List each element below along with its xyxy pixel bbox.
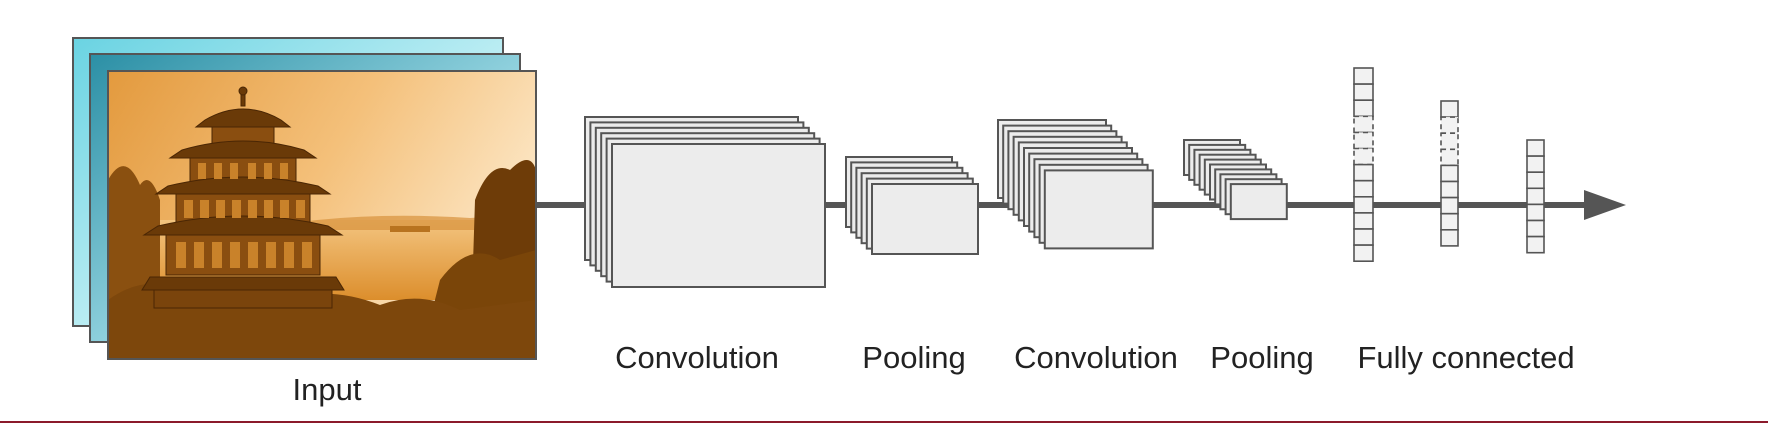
fc-neuron <box>1353 196 1374 214</box>
fc-neuron <box>1526 155 1545 174</box>
input-channel-front <box>107 70 537 360</box>
fc-neuron <box>1526 203 1545 222</box>
conv2-feature-maps-map <box>1043 169 1154 250</box>
fc-neuron <box>1353 67 1374 85</box>
fc-neuron <box>1440 132 1459 151</box>
conv2-feature-maps <box>997 119 1154 250</box>
pool1-feature-maps <box>845 156 979 255</box>
fc-neuron <box>1440 229 1459 247</box>
fc-neuron <box>1526 139 1545 157</box>
pool2-label: Pooling <box>1210 340 1313 375</box>
fc-neuron <box>1353 212 1374 230</box>
fc-layer-2 <box>1440 100 1459 247</box>
fc-neuron <box>1353 244 1374 263</box>
fc-neuron <box>1353 147 1374 166</box>
fc-neuron <box>1353 179 1374 198</box>
fully-connected-label: Fully connected <box>1357 340 1574 375</box>
fc-neuron <box>1440 196 1459 215</box>
output-arrowhead <box>1584 190 1626 220</box>
fc-neuron <box>1353 99 1374 118</box>
fc-neuron <box>1440 116 1459 134</box>
fc-neuron <box>1440 100 1459 118</box>
fc-neuron <box>1353 83 1374 101</box>
fc-layer-1 <box>1353 67 1374 263</box>
pool1-label: Pooling <box>862 340 965 375</box>
fc-neuron <box>1526 171 1545 190</box>
fc-neuron <box>1353 131 1374 150</box>
fc-neuron <box>1440 148 1459 167</box>
conv2-label: Convolution <box>1014 340 1178 375</box>
fc-neuron <box>1526 219 1545 238</box>
pool2-feature-maps-map <box>1229 183 1288 221</box>
conv1-feature-maps <box>584 116 826 288</box>
fc-neuron <box>1440 212 1459 231</box>
fc-neuron <box>1440 180 1459 199</box>
fc-layer-3 <box>1526 139 1545 254</box>
fc-neuron <box>1526 235 1545 254</box>
fc-neuron <box>1526 187 1545 206</box>
input-label: Input <box>293 372 362 407</box>
input-image-stack <box>72 37 537 360</box>
input-photo-pagoda <box>108 71 536 359</box>
pool2-feature-maps <box>1183 139 1288 221</box>
fc-neuron <box>1440 164 1459 183</box>
conv1-feature-maps-map <box>611 143 826 288</box>
fc-neuron <box>1353 163 1374 182</box>
bottom-rule <box>0 421 1768 423</box>
conv1-label: Convolution <box>615 340 779 375</box>
fc-neuron <box>1353 228 1374 246</box>
pool1-feature-maps-map <box>871 183 979 255</box>
fc-neuron <box>1353 115 1374 134</box>
